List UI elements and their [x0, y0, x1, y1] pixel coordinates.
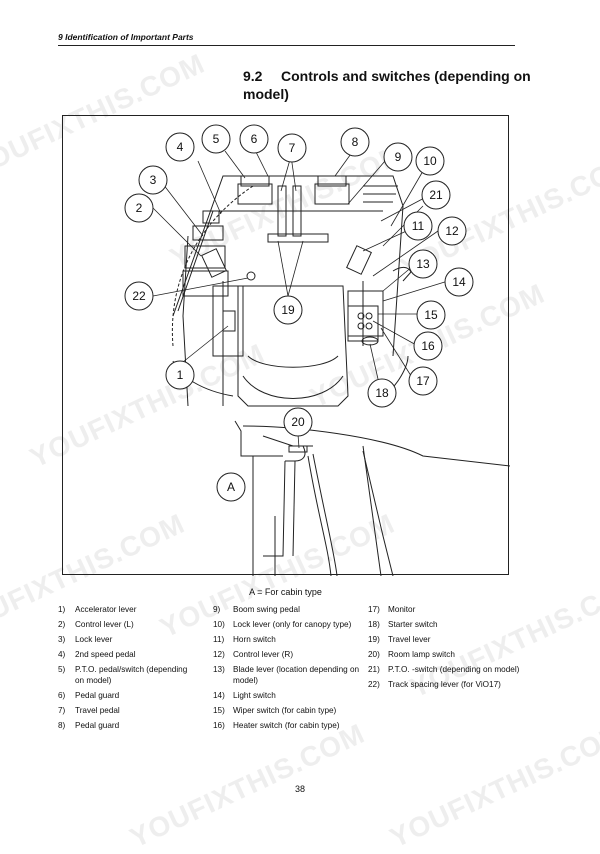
legend-item: 18)Starter switch	[368, 620, 438, 629]
callout-label-12: 12	[445, 224, 459, 238]
legend-item: 8)Pedal guard	[58, 721, 120, 730]
page-number: 38	[294, 784, 305, 794]
legend-column-3: 17)Monitor 18)Starter switch 19)Travel l…	[368, 604, 526, 694]
callout-label-21: 21	[429, 188, 443, 202]
legend-item: 16)Heater switch (for cabin type)	[213, 721, 340, 730]
inset-label-circle	[216, 472, 246, 502]
legend-item: 3)Lock lever	[58, 635, 113, 644]
callout-8	[340, 127, 370, 157]
legend-item: 4)2nd speed pedal	[58, 650, 136, 659]
legend-column-2: 9)Boom swing pedal 10)Lock lever (only f…	[213, 604, 363, 735]
legend-item: 15)Wiper switch (for cabin type)	[213, 706, 337, 715]
callout-label-4: 4	[177, 140, 184, 154]
callout-label-6: 6	[251, 132, 258, 146]
callout-20	[283, 407, 313, 437]
legend-item: 13)Blade lever (location depending on mo…	[213, 665, 360, 685]
callout-label-8: 8	[352, 135, 359, 149]
callout-label-7: 7	[289, 141, 296, 155]
controls-diagram: 1 2 3 4 5 6 7 8 9 10 11 12 13 14 15 16 1…	[124, 124, 510, 576]
callout-13	[408, 249, 438, 279]
callout-label-22: 22	[132, 289, 146, 303]
legend-item: 7)Travel pedal	[58, 706, 120, 715]
callout-label-13: 13	[416, 257, 430, 271]
callout-label-9: 9	[395, 150, 402, 164]
callout-14	[444, 267, 474, 297]
callout-5	[201, 124, 231, 154]
callout-label-5: 5	[213, 132, 220, 146]
legend-item: 21)P.T.O. -switch (depending on model)	[368, 665, 520, 674]
figure-caption: A = For cabin type	[249, 587, 322, 597]
callout-15	[416, 300, 446, 330]
section-number: 9.2	[243, 68, 263, 84]
callout-label-3: 3	[150, 173, 157, 187]
callout-label-14: 14	[452, 275, 466, 289]
running-header: 9 Identification of Important Parts	[58, 32, 515, 46]
callout-label-1: 1	[177, 368, 184, 382]
callout-21	[421, 180, 451, 210]
callout-label-15: 15	[424, 308, 438, 322]
legend-item: 19)Travel lever	[368, 635, 431, 644]
legend-item: 1)Accelerator lever	[58, 605, 137, 614]
callout-label-20: 20	[291, 415, 305, 429]
legend-column-1: 1)Accelerator lever 2)Control lever (L) …	[58, 604, 198, 735]
legend-item: 22)Track spacing lever (for ViO17)	[368, 680, 501, 689]
callout-label-16: 16	[421, 339, 435, 353]
callout-6	[239, 124, 269, 154]
callout-3	[138, 165, 168, 195]
legend-item: 17)Monitor	[368, 605, 416, 614]
controls-figure: 1 2 3 4 5 6 7 8 9 10 11 12 13 14 15 16 1…	[62, 115, 510, 576]
callout-11	[403, 211, 433, 241]
callout-9	[383, 142, 413, 172]
section-title-text: Controls and switches (depending on mode…	[243, 68, 531, 102]
callout-18	[367, 378, 397, 408]
callout-1	[165, 360, 195, 390]
legend-item: 14)Light switch	[213, 691, 276, 700]
callout-12	[437, 216, 467, 246]
legend-item: 2)Control lever (L)	[58, 620, 134, 629]
legend-item: 11)Horn switch	[213, 635, 276, 644]
callout-10	[415, 146, 445, 176]
callout-label-11: 11	[412, 219, 425, 233]
callout-label-10: 10	[423, 154, 437, 168]
inset-label: A	[227, 480, 235, 494]
legend-item: 5)P.T.O. pedal/switch (depending on mode…	[58, 665, 188, 685]
legend-item: 6)Pedal guard	[58, 691, 120, 700]
legend-item: 12)Control lever (R)	[213, 650, 294, 659]
callout-7	[277, 133, 307, 163]
callout-22	[124, 281, 154, 311]
callout-16	[413, 331, 443, 361]
callout-label-18: 18	[375, 386, 389, 400]
callout-17	[408, 366, 438, 396]
callout-label-19: 19	[281, 303, 295, 317]
callout-2	[124, 193, 154, 223]
legend-item: 20)Room lamp switch	[368, 650, 455, 659]
callout-label-2: 2	[136, 201, 143, 215]
legend-item: 9)Boom swing pedal	[213, 605, 300, 614]
callout-19	[273, 295, 303, 325]
legend-item: 10)Lock lever (only for canopy type)	[213, 620, 352, 629]
callout-label-17: 17	[416, 374, 430, 388]
callout-4	[165, 132, 195, 162]
